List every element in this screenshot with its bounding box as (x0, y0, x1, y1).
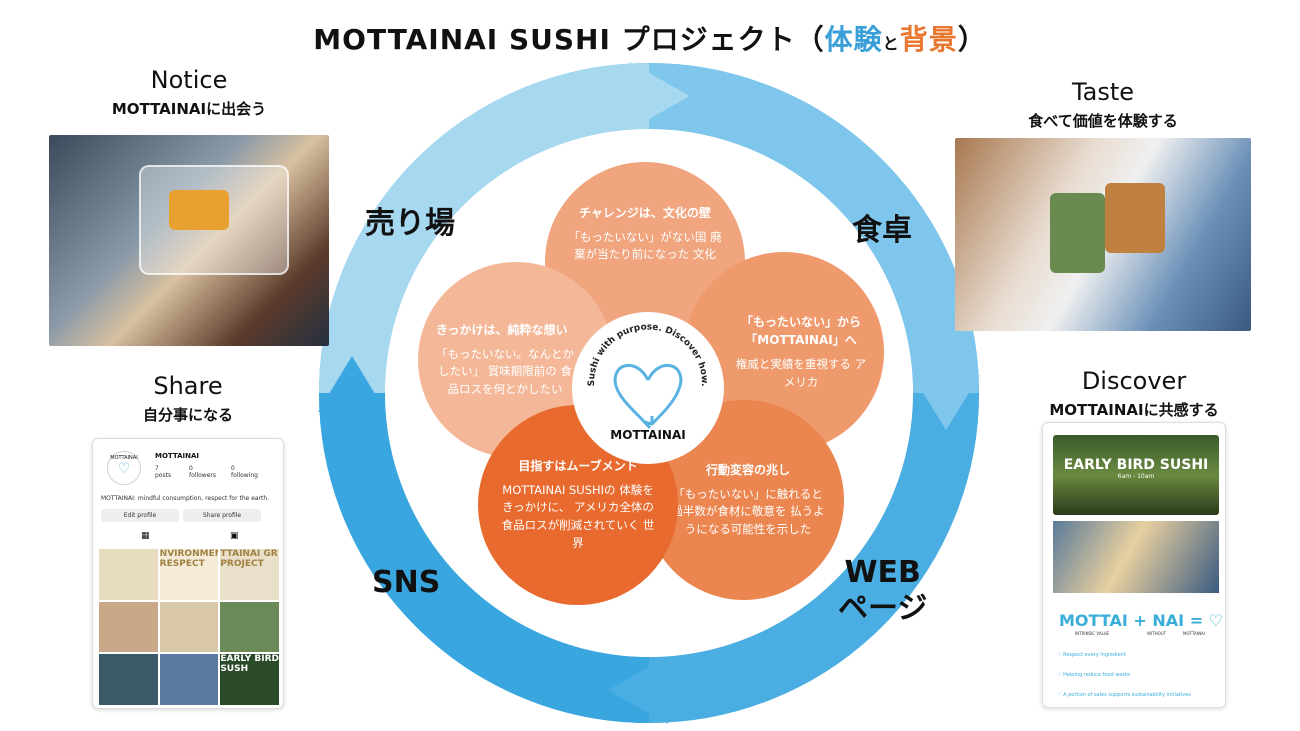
taste-photo (955, 138, 1251, 331)
heart-icon (613, 363, 683, 429)
mottainai-logo: Sushi with purpose. Discover how. MOTTAI… (572, 312, 724, 464)
list-item: ♡ A portion of sales supports sustainabi… (1057, 692, 1191, 698)
arrow-icon (630, 62, 690, 130)
banner: EARLY BIRD SUSHI 6am - 10am (1053, 435, 1219, 515)
stage-store: 売り場 (365, 206, 455, 241)
stage-table: 食卓 (852, 213, 912, 248)
ring-segment-sns (319, 392, 650, 723)
stage-sns: SNS (372, 565, 441, 600)
grid-icon[interactable]: ▦ (141, 531, 150, 541)
edit-profile-button[interactable]: Edit profile (101, 509, 179, 522)
share-profile-button[interactable]: Share profile (183, 509, 261, 522)
equation: MOTTAI + NAI = ♡ (1059, 611, 1224, 630)
ring-segment-store (319, 63, 650, 394)
heart-icon: ♡ (117, 461, 131, 477)
page-title: MOTTAINAI SUSHI プロジェクト（体験と背景） (313, 23, 987, 56)
heart-icon: ♡ (1208, 611, 1224, 630)
discover-photo (1053, 521, 1219, 593)
ring-segment-table (648, 63, 979, 394)
discover-webpage-card: EARLY BIRD SUSHI 6am - 10am MOTTAI + NAI… (1042, 422, 1226, 708)
avatar: MOTTAINAI♡ (107, 451, 141, 485)
tagged-icon[interactable]: ▣ (230, 531, 239, 541)
arrow-icon (608, 656, 668, 724)
ring-segment-web (648, 392, 979, 723)
list-item: ♡ Respect every ingredient (1057, 652, 1126, 658)
arrow-icon (912, 375, 980, 430)
arrow-icon (318, 356, 386, 412)
notice-photo (49, 135, 329, 346)
list-item: ♡ Helping reduce food waste (1057, 672, 1131, 678)
